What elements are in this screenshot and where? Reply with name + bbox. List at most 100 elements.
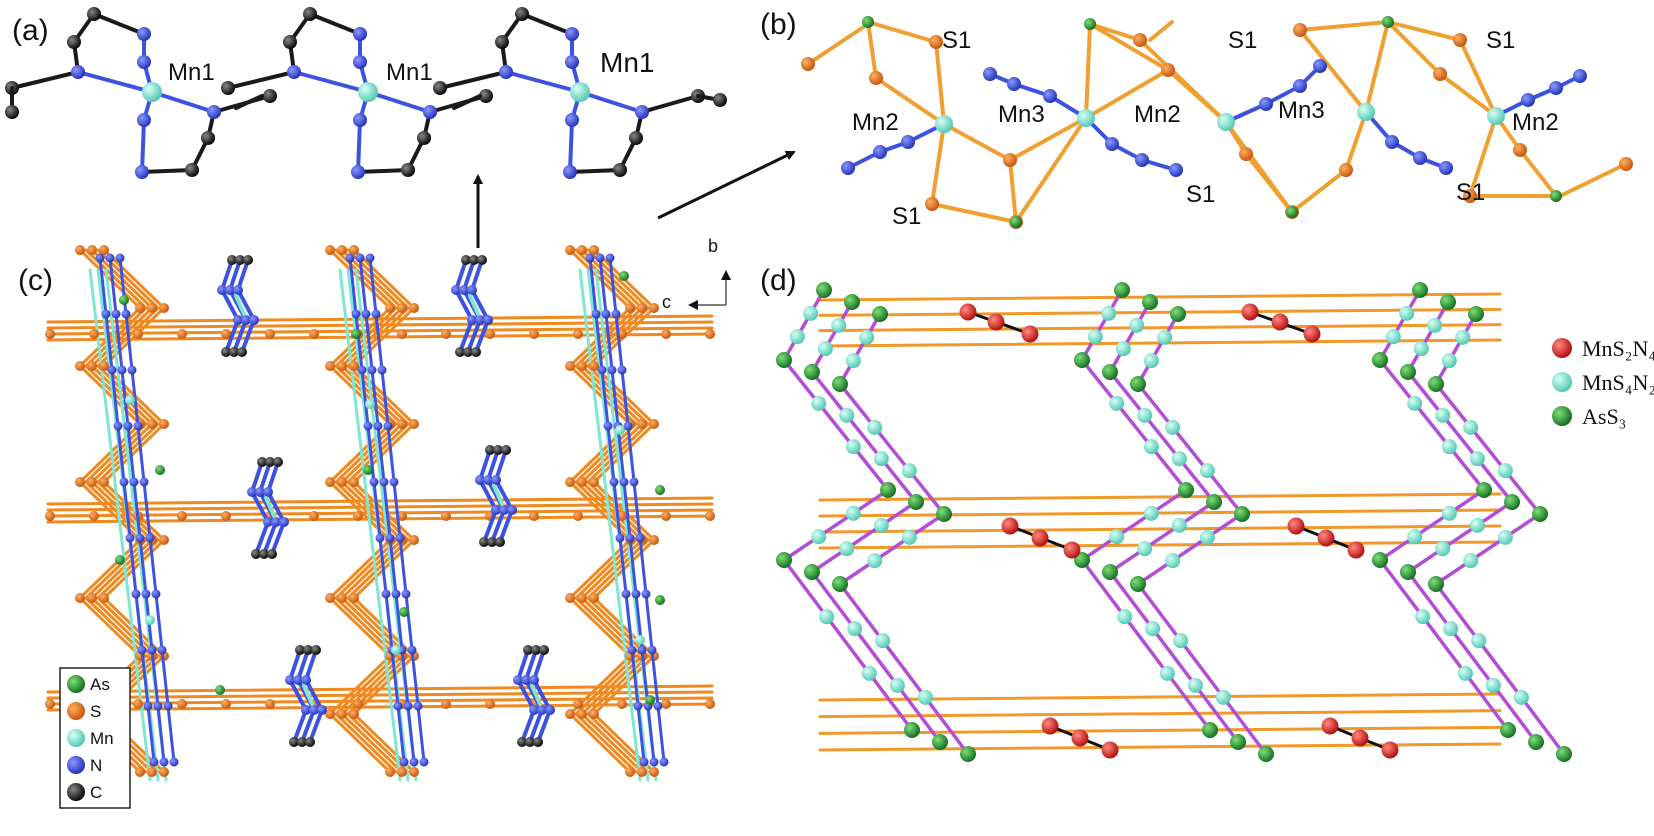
bond-mn-s <box>1458 38 1498 118</box>
arsenic-atom <box>351 329 361 339</box>
topology-link <box>810 370 918 504</box>
sulfur-atom <box>147 419 157 429</box>
ligand-bond <box>516 648 530 682</box>
node-mns4n2 <box>1441 439 1457 455</box>
sulfur-atom <box>573 329 583 339</box>
nitrogen-atom <box>169 757 179 767</box>
node-mns4n2 <box>1463 419 1479 435</box>
ligand-bond <box>304 678 324 712</box>
atom-label-mn1-1: Mn1 <box>168 59 215 86</box>
ligand-bond <box>532 678 552 712</box>
node-ass3 <box>1504 494 1520 510</box>
framework-rod <box>84 596 148 658</box>
framework-rod <box>78 364 142 426</box>
azide-strand <box>588 256 598 316</box>
ligand-bond <box>494 478 514 512</box>
azide-strand <box>636 704 646 764</box>
nitrogen-atom <box>1521 93 1535 107</box>
sulfur-atom <box>589 361 599 371</box>
nitrogen-atom <box>263 517 273 527</box>
nitrogen-atom <box>619 477 629 487</box>
node-ass3 <box>804 564 820 580</box>
sulfur-atom <box>529 329 539 339</box>
node-mns4n2 <box>1171 517 1187 533</box>
bond-n-c <box>568 168 622 174</box>
mn-chain <box>338 268 402 782</box>
node-ass3 <box>1500 722 1516 738</box>
node-ass3 <box>816 282 832 298</box>
node-mns4n2 <box>1435 541 1451 557</box>
azide-strand <box>140 648 150 708</box>
nitrogen-atom <box>317 705 327 715</box>
arsenic-atom <box>1286 206 1298 218</box>
arsenic-atom <box>655 595 665 605</box>
nitrogen-atom <box>121 309 131 319</box>
nitrogen-atom <box>603 421 613 431</box>
panel-label-d: (d) <box>760 264 797 297</box>
carbon-atom <box>531 645 541 655</box>
carbon-atom <box>501 445 511 455</box>
framework-rod <box>90 306 154 368</box>
azide-strand <box>630 648 640 708</box>
nitrogen-atom <box>225 285 235 295</box>
node-ass3 <box>1202 722 1218 738</box>
node-ass3 <box>1170 306 1186 322</box>
sulfur-atom <box>337 593 347 603</box>
bond-bridge <box>640 94 700 114</box>
nitrogen-atom <box>475 475 485 485</box>
nitrogen-atom <box>499 505 509 515</box>
arsenic-atom <box>119 295 129 305</box>
azide-strand <box>128 536 138 596</box>
azide-strand <box>628 536 638 596</box>
nitrogen-atom <box>631 589 641 599</box>
nitrogen-atom <box>127 365 137 375</box>
node-mns4n2 <box>901 529 917 545</box>
bond-mn-s <box>866 20 878 80</box>
manganese-atom-mn3 <box>1077 109 1095 127</box>
ligand-bond <box>466 318 482 354</box>
azide-strand <box>130 368 140 428</box>
node-mns4n2 <box>1435 407 1451 423</box>
azide-strand <box>384 592 394 652</box>
framework-rod <box>340 306 404 368</box>
bond-n-n <box>568 118 574 174</box>
nitrogen-atom <box>279 517 289 527</box>
azide-strand <box>366 424 376 484</box>
carbon-atom <box>495 35 509 49</box>
sulfur-atom <box>441 511 451 521</box>
sulfur-atom <box>99 477 109 487</box>
ligand-bond <box>462 258 476 292</box>
nitrogen-atom <box>625 533 635 543</box>
azide-strand <box>374 312 384 372</box>
sulfur-atom <box>929 35 943 49</box>
azide-strand <box>380 368 390 428</box>
node-mns4n2 <box>1415 609 1431 625</box>
carbon-atom <box>303 645 313 655</box>
sulfur-atom <box>147 767 157 777</box>
azide-strand <box>612 480 622 540</box>
nitrogen-atom <box>255 487 265 497</box>
nitrogen-atom <box>309 705 319 715</box>
topology-link <box>1434 382 1542 516</box>
sulfur-atom <box>1293 23 1307 37</box>
carbon-atom <box>311 645 321 655</box>
node-legend-swatch-1 <box>1552 372 1572 392</box>
manganese-atom-mn1 <box>142 82 162 102</box>
node-ass3 <box>1440 294 1456 310</box>
topology-link <box>838 312 882 386</box>
sulfur-atom <box>589 709 599 719</box>
azide-strand <box>364 312 374 372</box>
node-mns2n4 <box>1071 729 1089 747</box>
node-ass3 <box>1428 376 1444 392</box>
azide-strand <box>618 536 628 596</box>
sulfur-atom <box>1513 143 1527 157</box>
sulfur-atom <box>565 477 575 487</box>
carbon-atom <box>463 347 473 357</box>
nitrogen-atom <box>95 253 105 263</box>
node-mns4n2 <box>889 677 905 693</box>
topology-link <box>810 570 942 744</box>
nitrogen-atom <box>137 645 147 655</box>
bond-mn-s <box>1298 20 1390 32</box>
carbon-atom <box>283 35 297 49</box>
nitrogen-atom <box>629 477 639 487</box>
